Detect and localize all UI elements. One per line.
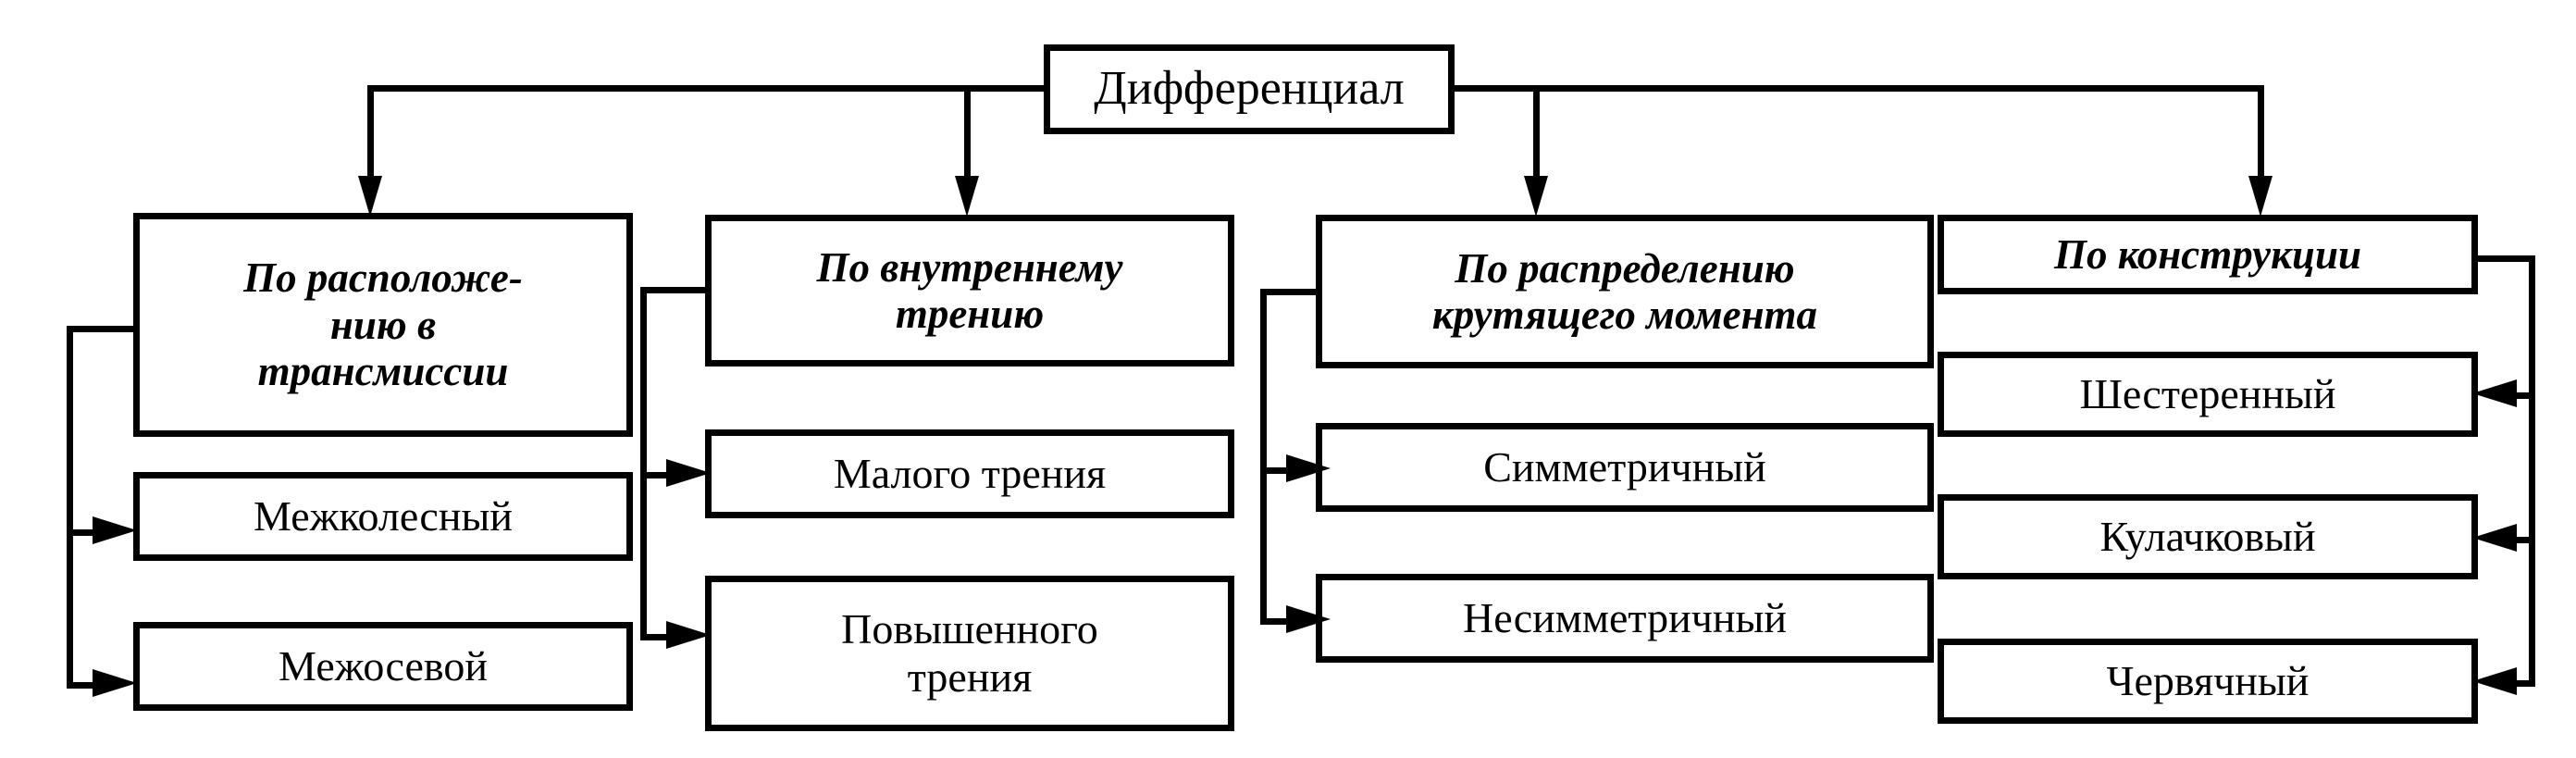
- node-leaf-interaxle[interactable]: Межосевой: [133, 622, 633, 711]
- design-side-bus-to-gear: [2498, 392, 2535, 399]
- node-leaf-interwheel[interactable]: Межколесный: [133, 472, 633, 561]
- node-label: Межосевой: [279, 642, 488, 690]
- location-side-bus-vertical: [67, 326, 73, 689]
- node-branch-torque[interactable]: По распределению крутящего момента: [1316, 215, 1934, 368]
- node-leaf-low-friction[interactable]: Малого трения: [705, 429, 1234, 518]
- root-drop-torque-arrowhead: [1524, 176, 1548, 217]
- node-label: Несимметричный: [1462, 594, 1787, 642]
- friction-side-bus-vertical: [640, 287, 647, 640]
- node-leaf-gear[interactable]: Шестеренный: [1938, 352, 2478, 437]
- location-arrow-interaxle: [93, 669, 137, 697]
- node-leaf-cam[interactable]: Кулачковый: [1938, 494, 2478, 579]
- node-label: Дифференциал: [1094, 62, 1405, 116]
- location-arrow-interwheel: [93, 516, 137, 544]
- torque-arrow-asymmetric: [1286, 605, 1331, 633]
- torque-side-bus-stub: [1260, 289, 1323, 295]
- node-label: Кулачковый: [2099, 513, 2316, 561]
- root-drop-location-line: [367, 85, 374, 196]
- design-side-bus-vertical: [2529, 255, 2535, 687]
- root-drop-friction-line: [964, 85, 971, 196]
- node-label: Симметричный: [1483, 443, 1766, 491]
- design-side-bus-stub: [2471, 255, 2535, 262]
- node-label: Малого трения: [833, 450, 1107, 498]
- location-side-bus-stub: [67, 326, 139, 332]
- node-branch-friction[interactable]: По внутреннему трению: [705, 215, 1234, 367]
- torque-side-bus-to-symmetric: [1260, 467, 1297, 474]
- design-side-bus-to-cam: [2498, 537, 2535, 543]
- node-leaf-high-friction[interactable]: Повышенного трения: [705, 576, 1234, 731]
- friction-side-bus-stub: [640, 287, 712, 293]
- node-label: По внутреннему трению: [816, 243, 1123, 337]
- node-branch-location[interactable]: По расположе- нию в трансмиссии: [133, 213, 633, 437]
- friction-arrow-low: [666, 459, 711, 487]
- root-drop-friction-arrowhead: [955, 176, 979, 217]
- torque-side-bus-vertical: [1260, 289, 1267, 625]
- node-label: Шестеренный: [2079, 370, 2336, 418]
- node-label: Межколесный: [254, 492, 513, 541]
- location-side-bus-to-interwheel: [67, 529, 104, 536]
- torque-arrow-symmetric: [1286, 454, 1331, 482]
- design-side-bus-to-worm: [2498, 680, 2535, 687]
- friction-side-bus-to-high: [640, 634, 677, 640]
- node-label: По конструкции: [2053, 230, 2362, 278]
- node-label: По распределению крутящего момента: [1431, 244, 1818, 338]
- node-leaf-worm[interactable]: Червячный: [1938, 639, 2478, 724]
- node-label: По расположе- нию в трансмиссии: [243, 255, 523, 395]
- root-drop-location-arrowhead: [358, 176, 382, 217]
- design-arrow-cam: [2472, 524, 2517, 552]
- design-arrow-worm: [2472, 667, 2517, 695]
- torque-side-bus-to-asymmetric: [1260, 618, 1297, 625]
- root-drop-design-arrowhead: [2248, 176, 2273, 217]
- friction-arrow-high: [666, 621, 711, 649]
- node-leaf-symmetric[interactable]: Симметричный: [1316, 423, 1934, 512]
- node-label: Червячный: [2106, 657, 2310, 705]
- node-branch-design[interactable]: По конструкции: [1938, 215, 2478, 294]
- root-bus-horizontal-left: [367, 85, 1046, 92]
- root-bus-horizontal-right: [1451, 85, 2264, 92]
- root-drop-design-line: [2258, 85, 2264, 196]
- location-side-bus-to-interaxle: [67, 682, 104, 689]
- node-leaf-asymmetric[interactable]: Несимметричный: [1316, 574, 1934, 663]
- node-label: Повышенного трения: [841, 605, 1098, 701]
- design-arrow-gear: [2472, 379, 2517, 407]
- node-root-differential[interactable]: Дифференциал: [1044, 44, 1455, 134]
- friction-side-bus-to-low: [640, 472, 677, 478]
- root-drop-torque-line: [1533, 85, 1540, 196]
